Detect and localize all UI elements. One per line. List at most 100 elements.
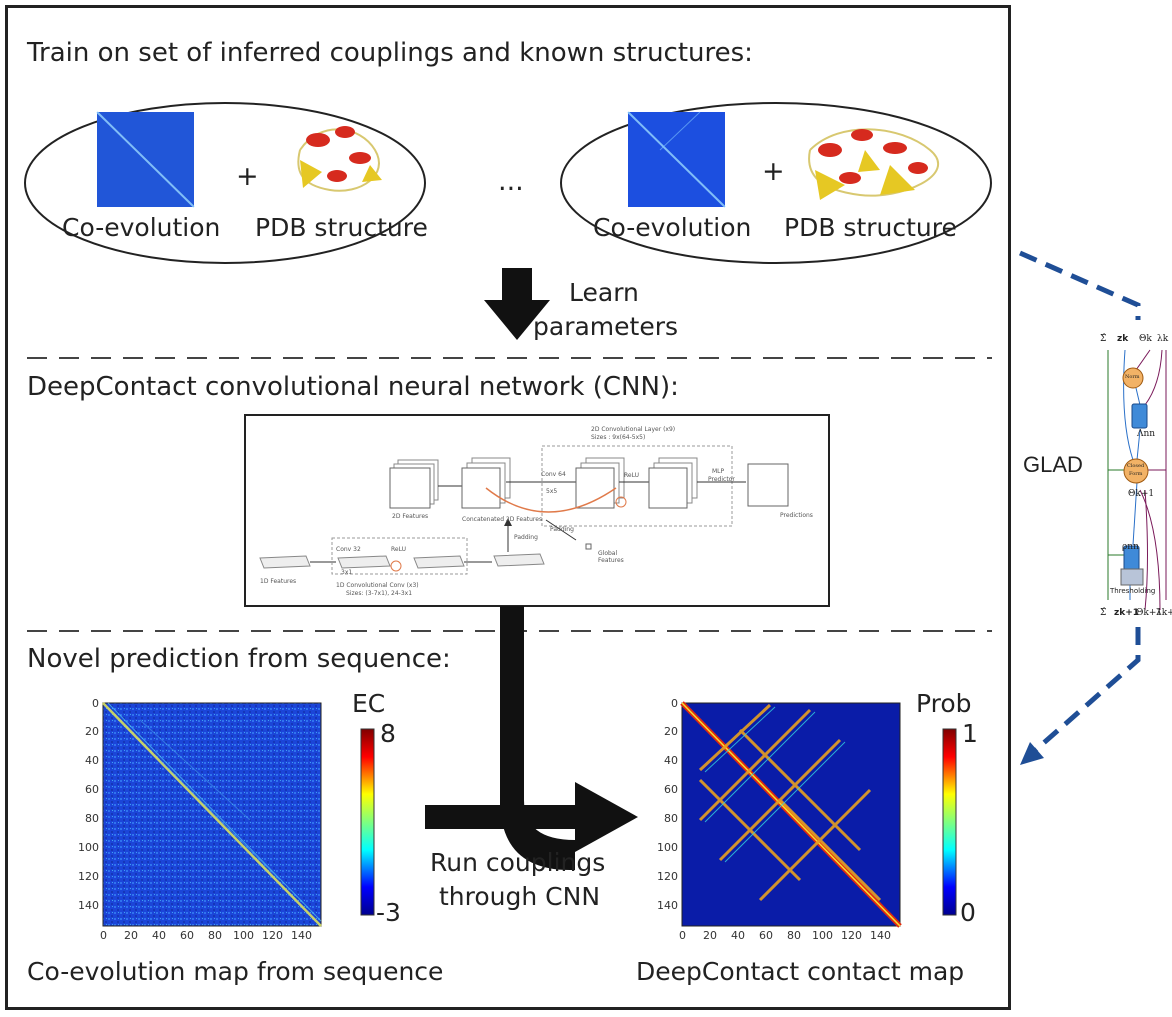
conv2d-sizes: Sizes : 9x(64-5x5) (591, 434, 646, 441)
left-x-tick: 100 (233, 929, 254, 942)
conv64-label: Conv 64 (541, 471, 566, 478)
ec-min: -3 (376, 898, 401, 927)
glad-threshold-text: Thresholding (1110, 587, 1156, 595)
features1d-label: 1D Features (260, 578, 297, 585)
right-y-tick: 20 (664, 725, 678, 738)
glad-lambda-top: λk (1157, 334, 1169, 344)
glad-dash-bottom (1028, 627, 1141, 757)
features-label: Features (598, 557, 624, 564)
right-coev-label: Co-evolution (593, 213, 752, 242)
left-y-tick: 0 (92, 697, 99, 710)
glad-norm-node (1122, 367, 1144, 389)
left-x-tick: 60 (180, 929, 194, 942)
predictor-label: Predictor (708, 476, 735, 483)
learn-label: Learn (569, 278, 639, 307)
features2d-label: 2D Features (392, 513, 429, 520)
right-x-tick: 80 (787, 929, 801, 942)
kernel-5x5-label: 5x5 (546, 488, 558, 495)
glad-sigma-top: Σ̂ (1100, 334, 1107, 344)
main-panel-frame (5, 5, 1011, 1010)
left-x-tick: 140 (291, 929, 312, 942)
predict-heading: Novel prediction from sequence: (27, 644, 451, 674)
left-x-tick: 20 (124, 929, 138, 942)
left-x-tick: 120 (262, 929, 283, 942)
conv1d-conv-label: Conv 32 (336, 546, 361, 553)
right-x-tick: 40 (731, 929, 745, 942)
mlp-label: MLP (712, 468, 725, 475)
learn-arrow (484, 268, 550, 340)
conv2d-title: 2D Convolutional Layer (x9) (591, 426, 676, 433)
prob-title: Prob (916, 689, 972, 718)
padding-top-label: Padding (514, 534, 538, 541)
cnn-architecture-drawing (259, 445, 789, 575)
conv1d-title: 1D Convolutional Conv (x3) (336, 582, 419, 589)
left-coev-label: Co-evolution (62, 213, 221, 242)
ellipsis: ... (498, 166, 524, 197)
kernel-3x1-label: 3x1 (341, 569, 353, 576)
glad-sigma-bottom: Σ̂ (1100, 608, 1107, 618)
ec-colorbar (360, 728, 375, 916)
glad-lambda-block (1131, 403, 1148, 429)
glad-lambda-bottom: λk+ (1156, 608, 1172, 618)
right-y-tick: 120 (657, 870, 678, 883)
left-ellipse (24, 102, 426, 264)
left-pdb-structure (297, 126, 382, 192)
concat2d-label: Concatenated 2D Features (462, 516, 543, 523)
glad-norm-text: Norm (1125, 374, 1140, 380)
right-pdb-label: PDB structure (784, 213, 957, 242)
glad-z-bottom: zk+1 (1114, 608, 1140, 618)
glad-theta-top: Θk (1139, 334, 1152, 344)
run-arrow-head (575, 782, 638, 852)
right-y-tick: 60 (664, 783, 678, 796)
run-label-2: through CNN (439, 882, 601, 911)
left-y-tick: 40 (85, 754, 99, 767)
cnn-heading: DeepContact convolutional neural network… (27, 372, 679, 402)
padding-right-label: Padding (550, 526, 574, 533)
left-y-tick: 140 (78, 899, 99, 912)
glad-closed-form-node (1123, 458, 1149, 484)
glad-z-top: zk (1117, 334, 1129, 344)
left-x-tick: 80 (208, 929, 222, 942)
right-caption: DeepContact contact map (636, 957, 965, 986)
glad-lambda-nn: Λnn (1137, 429, 1156, 439)
right-y-tick: 0 (671, 697, 678, 710)
left-x-tick: 0 (100, 929, 107, 942)
glad-arrow-head (1020, 742, 1044, 765)
right-y-tick: 140 (657, 899, 678, 912)
right-plus: + (762, 156, 785, 187)
right-pdb-structure (808, 128, 939, 200)
right-ellipse (560, 102, 992, 264)
glad-dash-top (1018, 250, 1141, 320)
left-y-tick: 80 (85, 812, 99, 825)
predictions-label: Predictions (780, 512, 813, 519)
left-y-tick: 20 (85, 725, 99, 738)
relu-label: ReLU (624, 472, 640, 479)
train-heading: Train on set of inferred couplings and k… (27, 38, 753, 68)
conv1d-sizes: Sizes: (3-7x1), 24-3x1 (346, 590, 413, 597)
run-label-1: Run couplings (430, 848, 606, 877)
relu1d-label: ReLU (391, 546, 407, 553)
right-x-tick: 20 (703, 929, 717, 942)
glad-rho: ρnn (1122, 542, 1139, 552)
global-label: Global (598, 550, 618, 557)
left-y-tick: 60 (85, 783, 99, 796)
left-y-tick: 100 (78, 841, 99, 854)
right-x-tick: 120 (841, 929, 862, 942)
glad-theta-bottom: Θk+1 (1136, 608, 1163, 618)
prob-min: 0 (960, 898, 976, 927)
right-y-tick: 40 (664, 754, 678, 767)
prob-max: 1 (962, 719, 978, 748)
left-plus: + (236, 161, 259, 192)
left-x-tick: 40 (152, 929, 166, 942)
cnn-architecture-figure: 2D Convolutional Layer (x9) Sizes : 9x(6… (244, 414, 830, 607)
glad-label: GLAD (1023, 452, 1083, 477)
right-y-tick: 100 (657, 841, 678, 854)
glad-theta-next: Θk+1 (1128, 489, 1155, 499)
glad-form-text: Form (1129, 471, 1143, 477)
right-x-tick: 0 (679, 929, 686, 942)
parameters-label: parameters (533, 312, 679, 341)
prob-colorbar (942, 728, 957, 916)
glad-threshold-block (1120, 568, 1144, 586)
right-y-tick: 80 (664, 812, 678, 825)
